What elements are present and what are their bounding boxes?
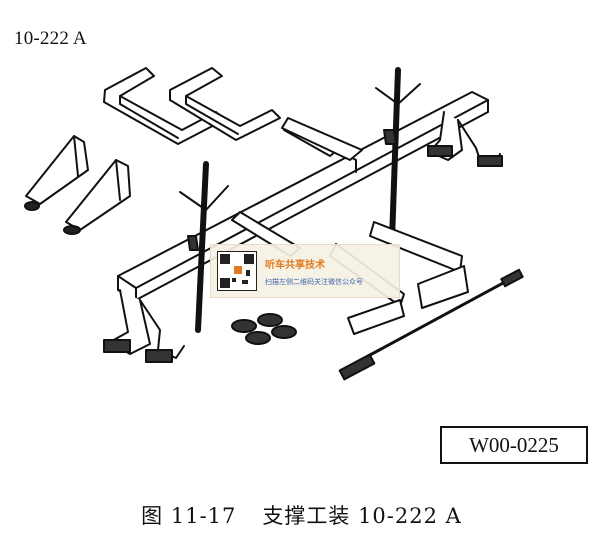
long-rod [338, 268, 524, 381]
tube-piece-1 [281, 117, 363, 161]
figure-title: 支撑工装 10-222 A [262, 504, 462, 528]
support-arm-left [24, 135, 89, 211]
tube-piece-3 [369, 221, 469, 309]
spindle-right [375, 67, 421, 243]
watermark-title: 听车共享技术 [265, 259, 325, 271]
tool-number-label: 10-222 A [14, 28, 87, 49]
support-arm-right [63, 159, 131, 235]
qr-code-icon [217, 251, 257, 291]
figure-caption: 图 11-17 支撑工装 10-222 A [0, 500, 603, 530]
drawing-code-box: W00-0225 [440, 426, 588, 464]
figure-number: 图 11-17 [141, 504, 237, 528]
spindle-left [179, 161, 229, 333]
left-leg [103, 289, 185, 363]
l-bracket-right [169, 67, 281, 141]
watermark-overlay: 听车共享技术 扫描左侧二维码关注微信公众号 [210, 244, 400, 298]
small-nuts [231, 313, 297, 345]
l-bracket-left [103, 67, 225, 145]
watermark-subtitle: 扫描左侧二维码关注微信公众号 [265, 277, 363, 286]
right-leg [427, 111, 503, 167]
